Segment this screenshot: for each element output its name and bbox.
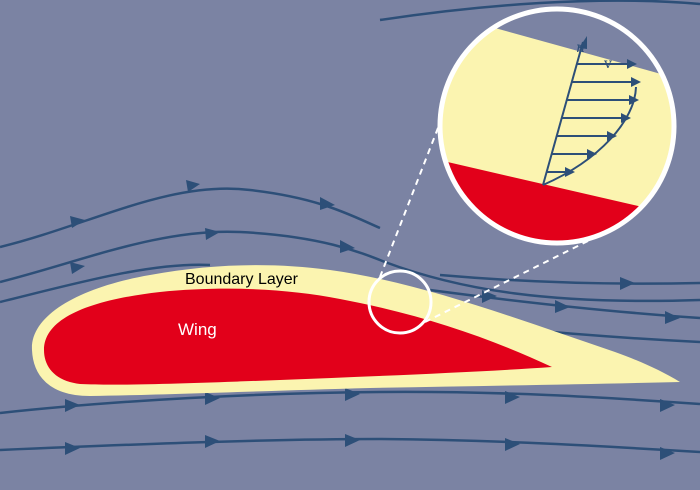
arrowhead: [186, 180, 200, 192]
wing-label: Wing: [178, 320, 217, 339]
arrowhead: [205, 392, 220, 405]
connector-upper: [379, 109, 446, 278]
arrowhead: [607, 131, 617, 141]
zoom-connectors: [379, 109, 611, 323]
streamline-arrows: [65, 180, 680, 460]
arrowhead: [320, 197, 335, 210]
arrowhead: [629, 95, 639, 105]
arrowhead: [565, 167, 575, 177]
streamline-top: [379, 0, 700, 22]
streamline-8: [0, 437, 700, 454]
zoom-inset-ring: [437, 6, 677, 246]
normal-axis: [542, 41, 584, 186]
arrowhead: [65, 399, 80, 412]
streamline-4: [439, 273, 700, 285]
arrowhead: [345, 434, 360, 447]
velocity-arrowheads: [565, 36, 641, 177]
arrowhead: [660, 399, 675, 412]
arrowhead: [345, 388, 360, 401]
connector-lower: [424, 229, 611, 323]
arrowhead: [587, 149, 597, 159]
boundary-layer-label: Boundary Layer: [185, 271, 299, 288]
arrowhead: [579, 36, 587, 49]
arrowhead: [482, 290, 497, 303]
streamlines-lower: [0, 390, 700, 454]
magnified-inset: n v: [437, 6, 677, 246]
arrowhead: [505, 438, 520, 451]
arrowhead: [555, 300, 570, 313]
wing-airfoil: [44, 288, 552, 385]
velocity-label: v: [603, 56, 612, 72]
streamline-7: [0, 390, 700, 415]
arrowhead: [621, 113, 631, 123]
arrowhead: [660, 447, 675, 460]
arrowhead: [340, 240, 355, 253]
zoom-source-circle: [367, 269, 433, 335]
inset-wing-surface: [440, 158, 674, 243]
arrowhead: [665, 311, 680, 324]
streamline-1: [0, 187, 381, 249]
arrowhead: [205, 228, 220, 240]
arrowhead: [70, 262, 85, 274]
arrowhead: [65, 442, 80, 455]
arrowhead: [205, 435, 220, 448]
arrowhead: [620, 277, 635, 290]
normal-axis-label: n: [576, 40, 585, 56]
streamline-3: [0, 263, 211, 304]
arrowhead: [631, 77, 641, 87]
arrowhead: [505, 391, 520, 404]
arrowhead: [627, 59, 637, 69]
arrowhead: [70, 216, 85, 228]
